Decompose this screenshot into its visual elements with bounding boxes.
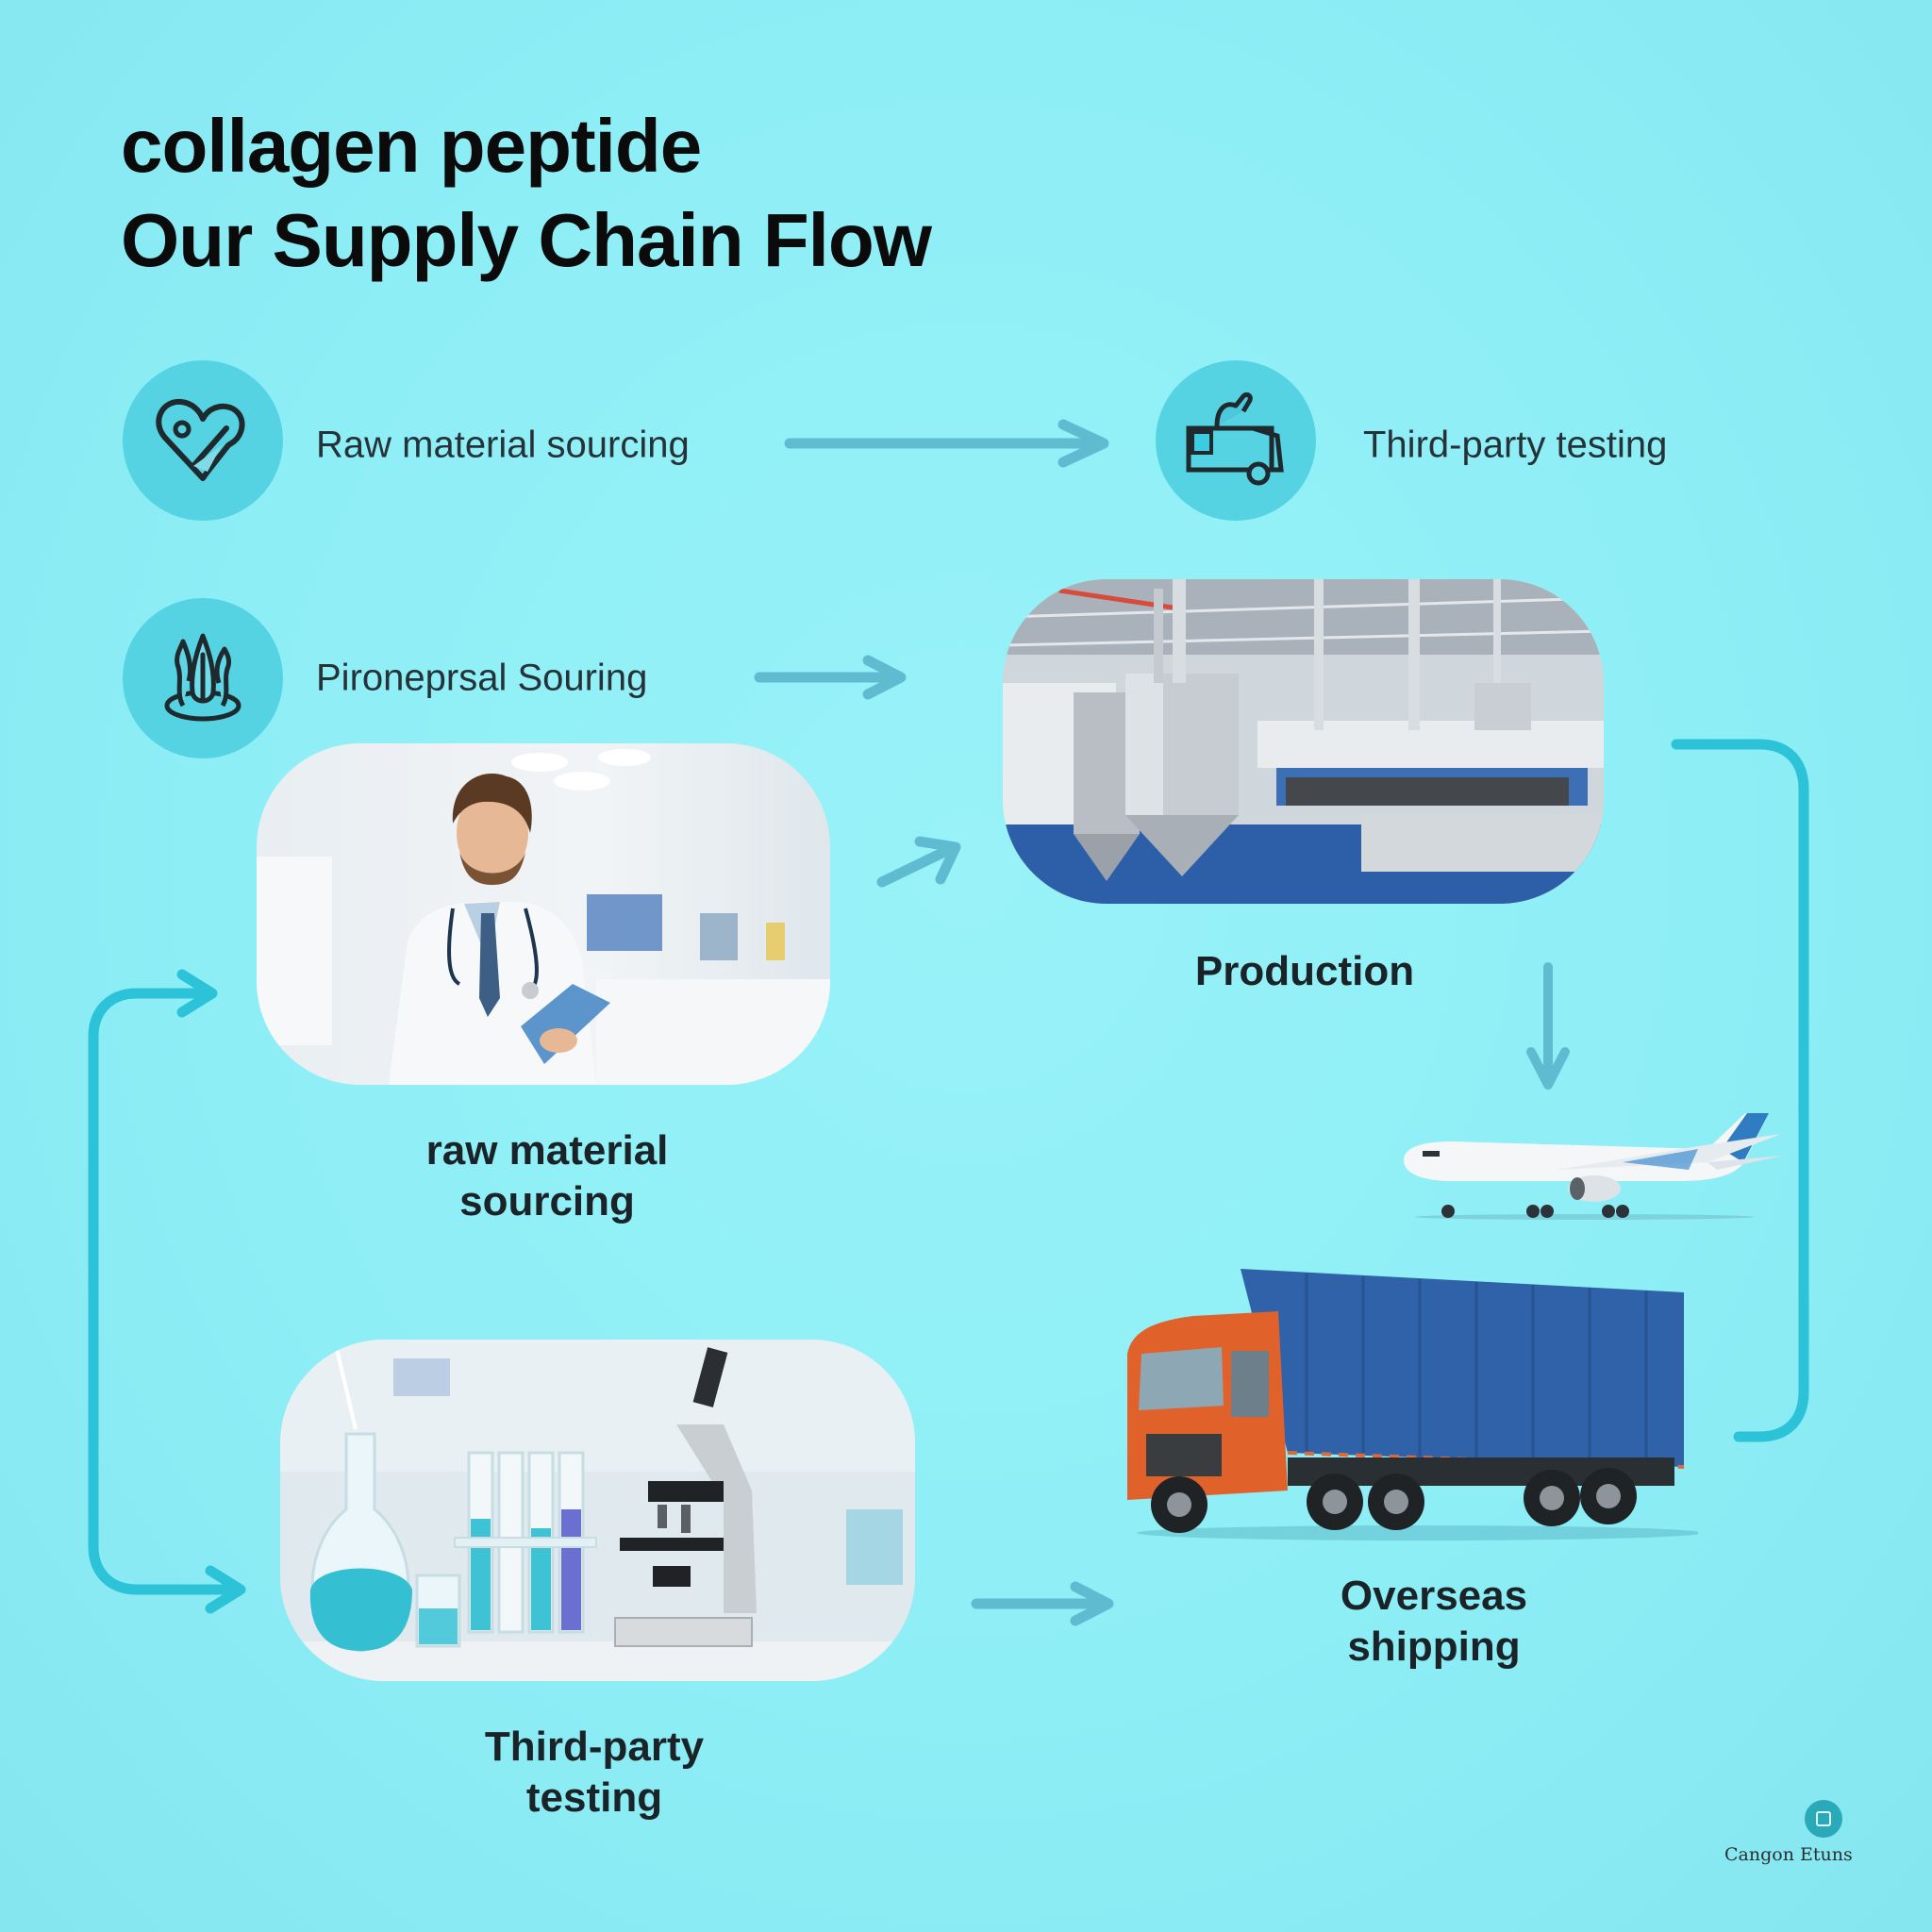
icon-label-raw-material: Raw material sourcing (316, 424, 690, 466)
arrow-right-icon (754, 655, 907, 700)
truck-image (1118, 1264, 1698, 1547)
arrow-right-icon (784, 419, 1109, 468)
scientist-photo (257, 743, 830, 1085)
brand-logo (1805, 1800, 1842, 1838)
icon-badge-testing (1156, 360, 1316, 521)
brand-name: Cangon Etuns (1724, 1844, 1853, 1865)
factory-photo (1003, 579, 1604, 904)
icon-label-testing: Third-party testing (1363, 424, 1668, 466)
connector-bracket-right (1671, 739, 1809, 1442)
title-line-2: Our Supply Chain Flow (121, 198, 932, 282)
step-label-line: sourcing (459, 1178, 635, 1224)
arrow-diagonal-icon (876, 836, 961, 888)
connector-bracket-left (88, 969, 246, 1614)
icon-badge-souring (123, 598, 283, 758)
step-label-production: Production (1194, 948, 1415, 994)
lab-truck-icon (1179, 389, 1292, 492)
logo-mark-icon (1816, 1811, 1831, 1826)
icon-badge-raw-material (123, 360, 283, 521)
step-label-line: Third-party (484, 1724, 705, 1770)
step-label-raw-material: raw material sourcing (426, 1125, 669, 1227)
step-label-line: raw material (425, 1127, 669, 1174)
arrow-right-icon (971, 1581, 1114, 1626)
step-label-line: Overseas (1340, 1573, 1528, 1619)
flame-icon (151, 626, 255, 730)
heart-icon (151, 389, 255, 492)
step-label-line: shipping (1347, 1624, 1521, 1670)
step-label-line: testing (525, 1774, 663, 1821)
airplane-image (1396, 1104, 1792, 1226)
arrow-down-icon (1526, 962, 1570, 1090)
step-label-testing: Third-party testing (485, 1722, 704, 1824)
step-label-shipping: Overseas shipping (1341, 1571, 1527, 1673)
icon-label-souring: Pironeprsal Souring (316, 657, 648, 699)
title-line-1: collagen peptide (121, 104, 702, 188)
lab-equipment-photo (280, 1340, 915, 1681)
